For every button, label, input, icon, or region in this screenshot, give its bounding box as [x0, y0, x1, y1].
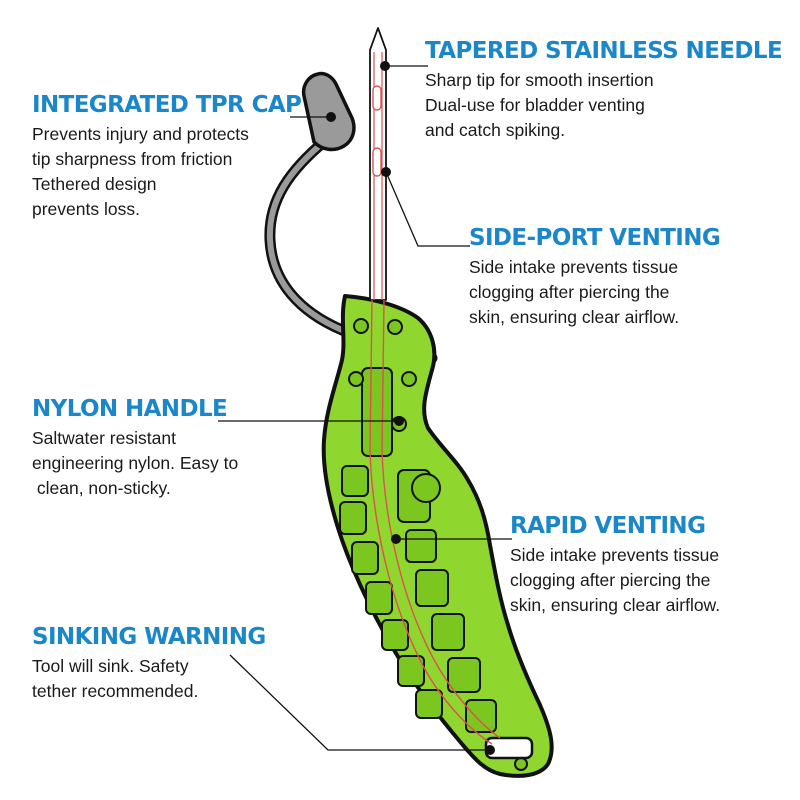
- callout-side-port-venting: SIDE-PORT VENTING Side intake prevents t…: [469, 225, 721, 330]
- callout-text-line: tip sharpness from friction: [32, 149, 233, 169]
- callout-title: SIDE-PORT VENTING: [469, 225, 721, 251]
- leader-dots: [326, 61, 495, 755]
- callout-title: RAPID VENTING: [510, 513, 706, 539]
- callout-text-line: skin, ensuring clear airflow.: [510, 595, 721, 615]
- callout-text-line: and catch spiking.: [425, 120, 566, 140]
- callout-sinking-warning: SINKING WARNING Tool will sink. Safety t…: [32, 624, 266, 704]
- callout-text-line: Side intake prevents tissue: [469, 257, 679, 277]
- callout-title: NYLON HANDLE: [32, 396, 228, 422]
- callout-text-line: Side intake prevents tissue: [510, 545, 720, 565]
- callout-text-line: Tool will sink. Safety: [32, 656, 189, 676]
- callout-text-line: engineering nylon. Easy to: [32, 453, 239, 473]
- callout-text-line: clogging after piercing the: [469, 282, 670, 302]
- callout-text-line: clean, non-sticky.: [32, 478, 171, 498]
- callout-text-line: tether recommended.: [32, 681, 199, 701]
- callout-rapid-venting: RAPID VENTING Side intake prevents tissu…: [510, 513, 720, 618]
- callout-tpr-cap: INTEGRATED TPR CAP Prevents injury and p…: [32, 92, 302, 222]
- callout-title: TAPERED STAINLESS NEEDLE: [425, 38, 783, 64]
- leader-lines: [218, 65, 512, 751]
- handle-grip-pads: [339, 367, 497, 733]
- callout-text-line: Dual-use for bladder venting: [425, 95, 645, 115]
- callout-title: SINKING WARNING: [32, 624, 266, 650]
- callout-nylon-handle: NYLON HANDLE Saltwater resistant enginee…: [32, 396, 238, 501]
- callout-title: INTEGRATED TPR CAP: [32, 92, 302, 118]
- callout-tapered-needle: TAPERED STAINLESS NEEDLE Sharp tip for s…: [425, 38, 783, 143]
- callout-text-line: clogging after piercing the: [510, 570, 711, 590]
- callout-text-line: prevents loss.: [32, 199, 140, 219]
- callout-text-line: skin, ensuring clear airflow.: [469, 307, 680, 327]
- callout-text-line: Tethered design: [32, 174, 157, 194]
- needle-side-port-lower: [372, 147, 382, 177]
- callout-text-line: Prevents injury and protects: [32, 124, 249, 144]
- tpr-cap: [301, 71, 356, 152]
- callout-text-line: Sharp tip for smooth insertion: [425, 70, 654, 90]
- callout-text-line: Saltwater resistant: [32, 428, 176, 448]
- needle-side-port-upper: [372, 85, 382, 111]
- needle-internal-channel: [369, 299, 493, 745]
